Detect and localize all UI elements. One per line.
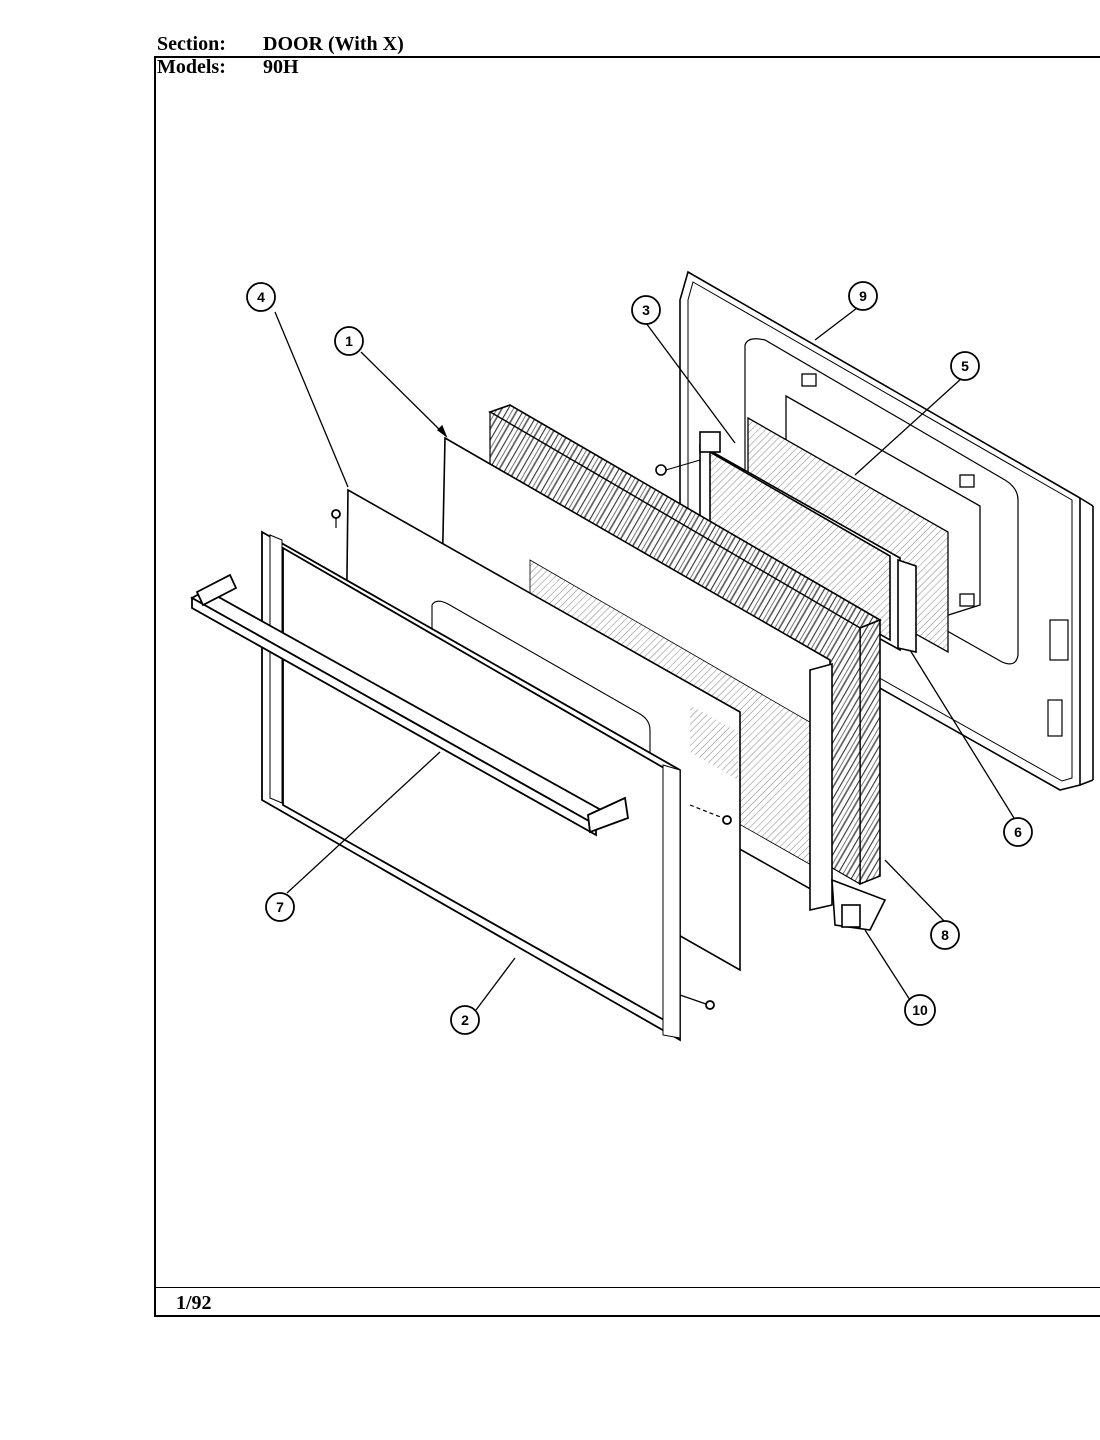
diagram-frame: [154, 56, 1100, 1317]
callout-3-label: 3: [642, 302, 650, 318]
section-value: DOOR (With X): [263, 33, 404, 55]
callout-9-label: 9: [859, 288, 867, 304]
callout-1-label: 1: [345, 333, 353, 349]
callout-10: [904, 994, 936, 1026]
callout-6: [1003, 817, 1033, 847]
callout-9: [848, 281, 878, 311]
callout-2: [450, 1005, 480, 1035]
page-header: Section: DOOR (With X) Models: 90H: [157, 33, 1100, 79]
callout-circles: [246, 281, 1033, 1035]
callout-3: [631, 295, 661, 325]
revision-date: 1/92: [176, 1292, 212, 1314]
callout-7-label: 7: [276, 899, 284, 915]
callout-1: [334, 326, 364, 356]
callout-10-label: 10: [912, 1002, 928, 1018]
models-value: 90H: [263, 56, 299, 78]
callout-5-label: 5: [961, 358, 969, 374]
models-row: Models: 90H: [157, 56, 1100, 79]
callout-4: [246, 282, 276, 312]
callout-6-label: 6: [1014, 824, 1022, 840]
callout-5: [950, 351, 980, 381]
models-label: Models:: [157, 56, 226, 78]
callout-4-label: 4: [257, 289, 265, 305]
callout-leaders: [274, 307, 1015, 1011]
section-row: Section: DOOR (With X): [157, 33, 1100, 56]
callout-7: [265, 892, 295, 922]
section-label: Section:: [157, 33, 226, 55]
callout-8: [930, 920, 960, 950]
door-outer-frame: [261, 509, 732, 1042]
window-frame-assembly: [655, 431, 917, 653]
callout-numbers: 1 2 3 4 5 6 7 8 9 10: [257, 288, 1022, 1028]
callout-2-label: 2: [461, 1012, 469, 1028]
footer-divider: [156, 1287, 1100, 1288]
door-handle: [190, 573, 629, 837]
callout-8-label: 8: [941, 927, 949, 943]
